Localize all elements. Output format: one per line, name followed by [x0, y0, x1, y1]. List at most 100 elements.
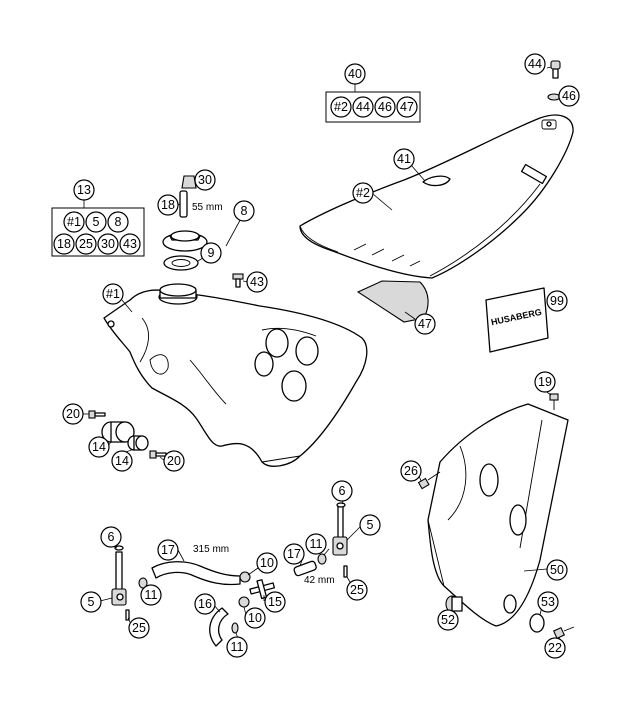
svg-text:11: 11: [231, 640, 244, 654]
side-cover-opening-2: [509, 504, 527, 536]
svg-text:30: 30: [198, 173, 212, 187]
svg-text:25: 25: [132, 621, 146, 635]
svg-text:8: 8: [241, 204, 248, 218]
svg-text:#1: #1: [67, 215, 81, 229]
svg-text:25: 25: [79, 237, 93, 251]
callout-6-left: 6: [100, 526, 122, 548]
svg-text:13: 13: [77, 183, 91, 197]
svg-text:41: 41: [397, 152, 411, 166]
fuel-tank: [103, 283, 368, 467]
callout-11-left: 11: [140, 584, 162, 606]
screw-25-left: [125, 609, 130, 621]
callout-kit-43: 43: [119, 233, 141, 255]
clamp-11-bottom: [231, 622, 239, 634]
callouts: 40 #2 44 46 47 44 46 13 #1 5 8 18 25 30 …: [53, 53, 580, 659]
seat-foam-piece: [356, 280, 429, 323]
svg-text:5: 5: [88, 595, 95, 609]
callout-10-a: 10: [256, 552, 278, 574]
callout-8: 8: [233, 200, 255, 222]
tank-window-4: [281, 370, 307, 402]
callout-11-bottom: 11: [226, 636, 248, 658]
svg-text:#2: #2: [334, 100, 348, 114]
callout-40: 40: [344, 63, 366, 85]
svg-text:22: 22: [548, 641, 562, 655]
svg-text:#1: #1: [106, 287, 120, 301]
seat-screw-44: [550, 60, 561, 79]
callout-22: 22: [544, 637, 566, 659]
callout-13: 13: [73, 179, 95, 201]
callout-43: 43: [246, 271, 268, 293]
callout-15: 15: [264, 591, 286, 613]
cap-seal: [163, 255, 199, 271]
vent-cap: [181, 175, 197, 189]
callout-6-right: 6: [331, 480, 353, 502]
callout-14-a: 14: [88, 436, 110, 458]
svg-text:18: 18: [57, 237, 71, 251]
callout-kit-2: #2: [330, 96, 352, 118]
fuel-tap-left: [111, 551, 127, 606]
svg-text:20: 20: [66, 407, 80, 421]
svg-text:25: 25: [350, 583, 364, 597]
fuel-hose-42: [293, 560, 317, 577]
callout-16: 16: [194, 593, 216, 615]
tank-window-1: [265, 328, 289, 358]
svg-text:53: 53: [541, 595, 555, 609]
svg-text:18: 18: [161, 198, 175, 212]
svg-text:40: 40: [348, 67, 362, 81]
callout-41: 41: [393, 148, 415, 170]
rubber-buffer-14-b: [127, 435, 149, 451]
screw-26: [417, 471, 441, 490]
svg-text:5: 5: [93, 215, 100, 229]
svg-text:11: 11: [310, 537, 323, 551]
svg-text:5: 5: [367, 518, 374, 532]
callout-53: 53: [537, 591, 559, 613]
seat-cover-patch: [422, 175, 451, 187]
clamp-10-a: [239, 571, 251, 583]
screw-20-left: [88, 410, 106, 419]
svg-text:43: 43: [123, 237, 137, 251]
clamp-11-right: [317, 553, 327, 565]
svg-text:6: 6: [339, 484, 346, 498]
svg-text:#2: #2: [356, 186, 370, 200]
side-cover-opening-1: [479, 463, 499, 497]
svg-text:10: 10: [260, 556, 274, 570]
o-ring-6-left: [114, 545, 124, 551]
bolt-43: [232, 273, 244, 288]
tank-cap: [162, 230, 208, 252]
callout-5-right: 5: [359, 514, 381, 536]
vent-hose-16: [209, 607, 229, 647]
clamp-10-b: [238, 596, 250, 608]
callout-99: 99: [546, 290, 568, 312]
svg-text:43: 43: [250, 275, 264, 289]
callout-kit-18: 18: [53, 233, 75, 255]
callout-17-right: 17: [283, 543, 305, 565]
svg-text:50: 50: [550, 563, 564, 577]
callout-kit-5: 5: [85, 211, 107, 233]
hose-long-length-label: 315 mm: [193, 544, 229, 555]
callout-18: 18: [157, 194, 179, 216]
svg-text:6: 6: [108, 530, 115, 544]
screw-20-right: [149, 450, 167, 459]
callout-kit-47: 47: [396, 96, 418, 118]
rubber-buffer-14-a: [101, 421, 135, 443]
screw-25-right: [343, 565, 348, 578]
callout-kit-30: 30: [97, 233, 119, 255]
grommet-53: [529, 613, 545, 633]
callout-20-right: 20: [163, 450, 185, 472]
callout-1: #1: [102, 283, 124, 305]
callout-5-left: 5: [80, 591, 102, 613]
callout-25-right: 25: [346, 579, 368, 601]
svg-text:99: 99: [550, 294, 564, 308]
svg-text:8: 8: [115, 215, 122, 229]
seat-decal: [520, 163, 548, 185]
callout-11-right: 11: [305, 533, 327, 555]
svg-text:17: 17: [287, 547, 301, 561]
svg-text:46: 46: [378, 100, 392, 114]
hose-short-length-label: 42 mm: [304, 575, 335, 586]
svg-text:15: 15: [268, 595, 282, 609]
callout-47: 47: [414, 313, 436, 335]
screw-22: [552, 626, 575, 640]
svg-text:47: 47: [400, 100, 414, 114]
svg-text:16: 16: [198, 597, 212, 611]
